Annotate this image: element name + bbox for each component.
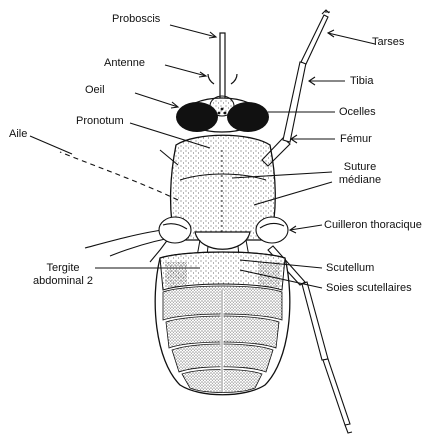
label-oeil: Oeil <box>85 84 105 97</box>
label-tibia: Tibia <box>350 75 373 88</box>
label-tarses: Tarses <box>372 36 404 49</box>
label-antenne: Antenne <box>104 57 145 70</box>
label-suture-line1: Suture <box>344 161 376 173</box>
label-aile: Aile <box>9 128 27 141</box>
left-wing-shape <box>60 152 182 256</box>
label-scutellum: Scutellum <box>326 262 374 275</box>
label-cuilleron: Cuilleron thoracique <box>324 219 422 232</box>
label-suture-line2: médiane <box>339 174 381 186</box>
label-suture-mediane: Suture médiane <box>335 161 385 187</box>
label-tergite-line2: abdominal 2 <box>33 275 93 287</box>
label-femur: Fémur <box>340 133 372 146</box>
label-pronotum: Pronotum <box>76 115 124 128</box>
label-tergite: Tergite abdominal 2 <box>28 262 98 288</box>
label-proboscis: Proboscis <box>112 13 160 26</box>
label-tergite-line1: Tergite <box>46 262 79 274</box>
proboscis-shape <box>220 33 225 103</box>
label-ocelles: Ocelles <box>339 106 376 119</box>
abdomen-shape <box>155 252 290 395</box>
label-soies: Soies scutellaires <box>326 282 412 295</box>
